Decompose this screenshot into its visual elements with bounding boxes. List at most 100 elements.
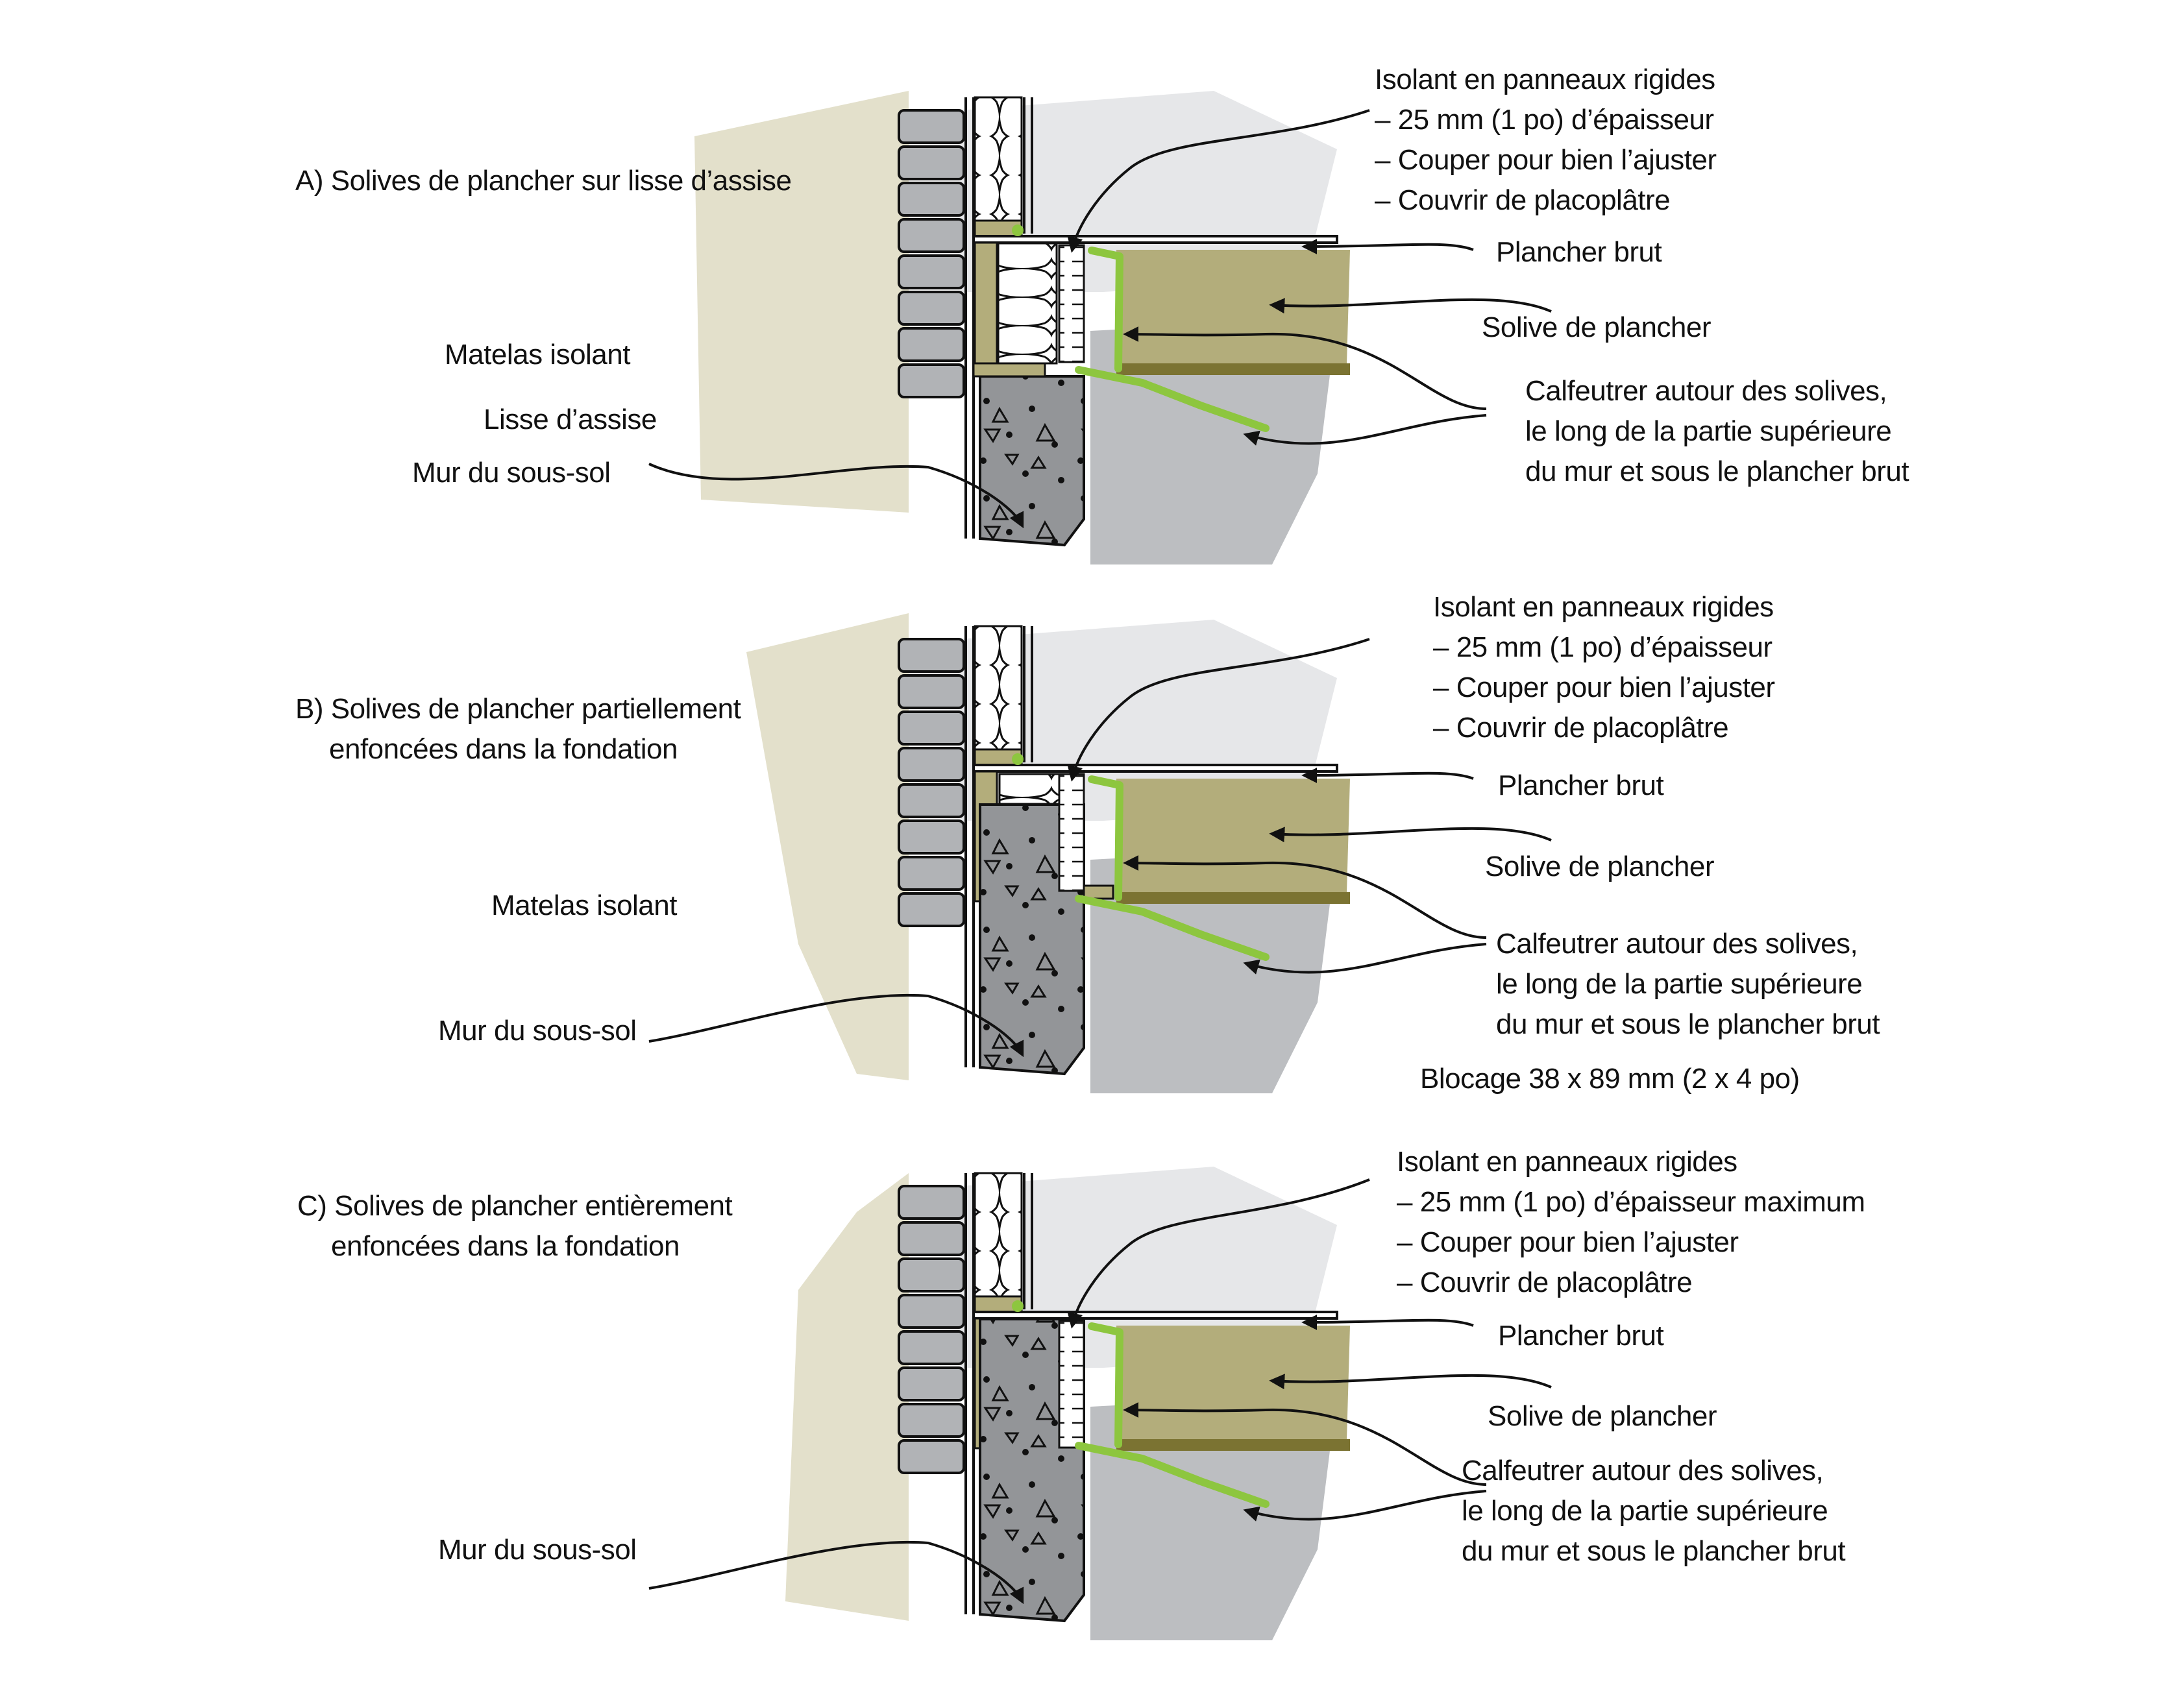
panel-b-insulation-batt-label: Matelas isolant (491, 890, 677, 921)
sill-plate (972, 362, 1046, 378)
brick (898, 1366, 965, 1402)
leader-caulk (1123, 1402, 1487, 1486)
concrete-foundation-wall (979, 375, 1085, 547)
subfloor (972, 235, 1338, 244)
brick (898, 1185, 965, 1220)
panel-c-subfloor-label: Plancher brut (1498, 1320, 1664, 1352)
brick (898, 1294, 965, 1329)
caulk-dot (1012, 753, 1024, 765)
panel-a-insulation-batt-label: Matelas isolant (445, 339, 630, 370)
exterior-backdrop (746, 613, 909, 1080)
rim-joist (974, 241, 998, 374)
exterior-backdrop (694, 91, 909, 513)
brick (898, 145, 965, 180)
panel-c-floor-joist-label: Solive de plancher (1488, 1400, 1717, 1432)
panel-b-subfloor-label: Plancher brut (1498, 770, 1664, 801)
panel-b-basement-wall-label: Mur du sous-sol (438, 1015, 637, 1047)
leader-subfloor (1301, 238, 1474, 254)
wall-batt-insulation (974, 96, 1023, 222)
panel-b-rigid-insulation-label: Isolant en panneaux rigides – 25 mm (1 p… (1433, 587, 1775, 748)
rigid-insulation-item: – Couper pour bien l’ajuster (1397, 1226, 1739, 1258)
brick (898, 819, 965, 855)
leader-rigid-insulation (1067, 1178, 1370, 1329)
subfloor (972, 1311, 1338, 1320)
brick (898, 291, 965, 326)
panel-c-title-line: C) Solives de plancher entièrement (297, 1190, 733, 1222)
brick (898, 783, 965, 818)
rigid-insulation-item: – 25 mm (1 po) d’épaisseur (1433, 631, 1773, 663)
joist-bottom-edge (1116, 363, 1350, 375)
panel-a-title-line: A) Solives de plancher sur lisse d’assis… (295, 165, 792, 197)
leader-floor-joist (1269, 827, 1552, 843)
panel-a-floor-joist-label: Solive de plancher (1482, 311, 1712, 343)
interior-backdrop-basement (1090, 1394, 1337, 1640)
panel-a-rigid-insulation-label: Isolant en panneaux rigides – 25 mm (1 p… (1375, 60, 1717, 221)
wall-batt-insulation (974, 625, 1023, 751)
caulk-line: le long de la partie supérieure (1525, 415, 1892, 447)
rigid-insulation-item: – Couvrir de placoplâtre (1397, 1267, 1693, 1298)
rigid-insulation (1058, 244, 1085, 363)
rigid-insulation-title: Isolant en panneaux rigides (1433, 591, 1774, 623)
rigid-insulation-item: – Couvrir de placoplâtre (1375, 184, 1671, 216)
panel-a-sill-plate-label: Lisse d’assise (484, 404, 657, 435)
brick (898, 327, 965, 362)
brick (898, 182, 965, 217)
rigid-insulation-item: – Couvrir de placoplâtre (1433, 712, 1729, 744)
rigid-insulation-item: – 25 mm (1 po) d’épaisseur (1375, 104, 1714, 136)
blocking (1083, 884, 1114, 900)
rim-batt-insulation (997, 242, 1058, 365)
exterior-backdrop (785, 1173, 909, 1621)
wall-batt-insulation (974, 1172, 1023, 1298)
joist-bottom-edge (1116, 1439, 1350, 1451)
leader-caulk (1243, 414, 1487, 446)
subfloor (972, 764, 1338, 773)
caulk-bead (1075, 1322, 1270, 1508)
brick (898, 1221, 965, 1256)
interior-backdrop-basement (1090, 318, 1337, 564)
leader-basement-wall (648, 1540, 1024, 1605)
rigid-insulation (1058, 773, 1085, 892)
leader-floor-joist (1269, 298, 1552, 314)
rigid-insulation-title: Isolant en panneaux rigides (1397, 1146, 1737, 1178)
panel-c-caulk-label: Calfeutrer autour des solives, le long d… (1462, 1451, 1846, 1572)
caulk-line: le long de la partie supérieure (1496, 968, 1863, 1000)
leader-subfloor (1301, 767, 1474, 783)
panel-b-title: B) Solives de plancher partiellement enf… (295, 689, 741, 770)
panel-a-subfloor-label: Plancher brut (1496, 236, 1662, 268)
brick (898, 363, 965, 398)
brick (898, 638, 965, 673)
caulk-dot (1012, 1300, 1024, 1312)
panel-c-drawing (648, 1167, 1552, 1640)
brick (898, 1257, 965, 1293)
rigid-insulation (1058, 1320, 1085, 1449)
panel-c-basement-wall-label: Mur du sous-sol (438, 1534, 637, 1566)
caulk-line: Calfeutrer autour des solives, (1525, 375, 1887, 407)
interior-backdrop-basement (1090, 847, 1337, 1093)
leader-basement-wall (648, 993, 1024, 1058)
panel-a-basement-wall-label: Mur du sous-sol (412, 457, 611, 489)
caulk-bead (1075, 247, 1270, 432)
panel-c-title-line: enfoncées dans la fondation (331, 1230, 680, 1262)
panel-b-blocking-label: Blocage 38 x 89 mm (2 x 4 po) (1420, 1063, 1800, 1095)
leader-caulk (1123, 855, 1487, 939)
joist-bottom-edge (1116, 892, 1350, 904)
panel-c-rigid-insulation-label: Isolant en panneaux rigides – 25 mm (1 p… (1397, 1142, 1865, 1303)
brick (898, 856, 965, 891)
panel-b-drawing (648, 613, 1552, 1093)
leader-rigid-insulation (1067, 638, 1370, 782)
brick (898, 218, 965, 253)
leader-rigid-insulation (1067, 109, 1370, 253)
caulk-line: du mur et sous le plancher brut (1525, 455, 1909, 487)
brick (898, 1439, 965, 1474)
rigid-insulation-item: – 25 mm (1 po) d’épaisseur maximum (1397, 1186, 1865, 1218)
brick (898, 1330, 965, 1365)
rigid-insulation-item: – Couper pour bien l’ajuster (1375, 144, 1717, 176)
panel-a-title: A) Solives de plancher sur lisse d’assis… (295, 161, 792, 201)
panel-c-title: C) Solives de plancher entièrement enfon… (297, 1186, 733, 1267)
panel-b-title-line: B) Solives de plancher partiellement (295, 693, 741, 725)
brick (898, 747, 965, 782)
leader-caulk (1243, 943, 1487, 975)
caulk-bead (1075, 775, 1270, 961)
rigid-insulation-item: – Couper pour bien l’ajuster (1433, 672, 1775, 703)
